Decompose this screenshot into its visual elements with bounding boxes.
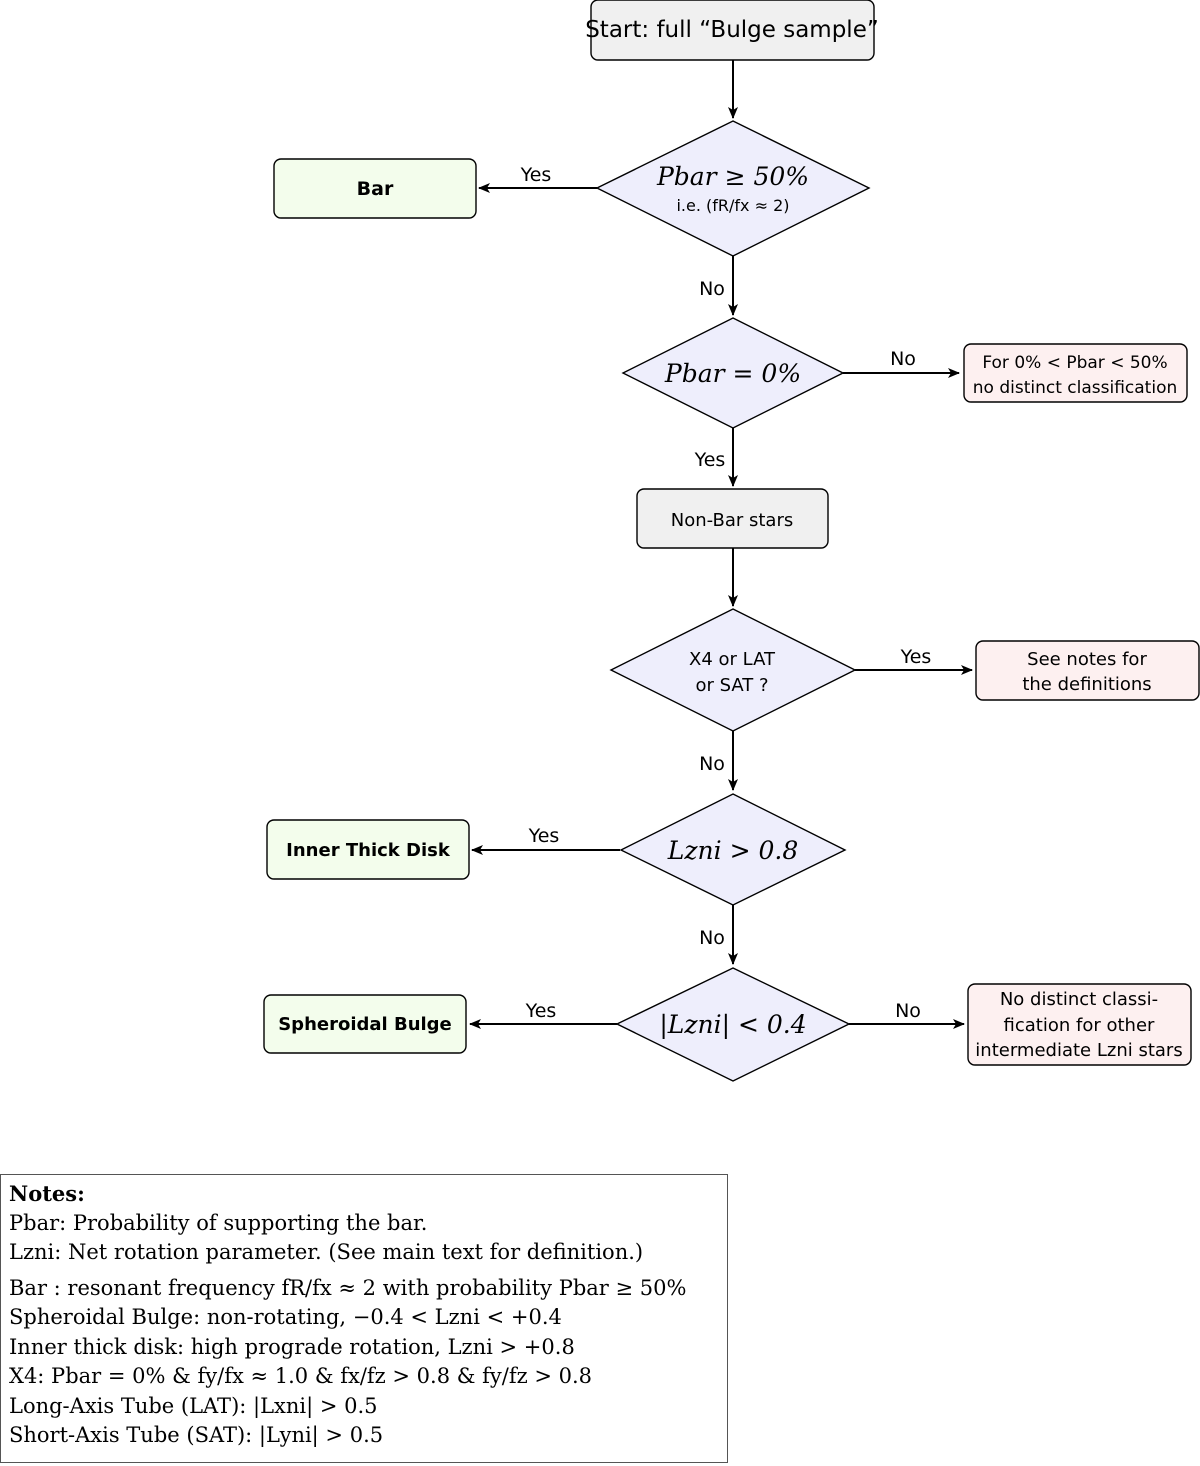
non-bar-stars-label: Non-Bar stars	[671, 510, 793, 531]
decision-lzni-gt-08-label: Lzni > 0.8	[667, 836, 798, 865]
start-node: Start: full “Bulge sample”	[585, 0, 879, 61]
spheroidal-bulge-label: Spheroidal Bulge	[278, 1014, 452, 1035]
notes-box: Notes: Pbar: Probability of supporting t…	[0, 1174, 728, 1463]
non-bar-stars-node: Non-Bar stars	[636, 488, 829, 549]
result-inner-thick-disk: Inner Thick Disk	[266, 819, 470, 880]
result-bar: Bar	[273, 158, 477, 219]
see-notes-line1: See notes for	[1027, 649, 1147, 670]
result-see-notes: See notes for the definitions	[975, 640, 1200, 701]
decision-pbar-ge-50: Pbar ≥ 50% i.e. (fR/fx ≈ 2)	[595, 120, 871, 257]
intermediate-pbar-line1: For 0% < Pbar < 50%	[982, 353, 1167, 373]
note-x4-definition: X4: Pbar = 0% & fy/fx ≈ 1.0 & fx/fz > 0.…	[9, 1364, 593, 1388]
result-spheroidal-bulge: Spheroidal Bulge	[263, 994, 467, 1054]
decision-lzni-gt-08: Lzni > 0.8	[619, 793, 847, 906]
decision-lzni-abs-lt-04: |Lzni| < 0.4	[615, 967, 851, 1082]
edge-label-no: No	[699, 753, 725, 775]
decision-x4-lat-sat: X4 or LAT or SAT ?	[609, 608, 857, 732]
decision-lzni-abs-lt-04-label: |Lzni| < 0.4	[659, 1010, 806, 1040]
decision-pbar-ge-50-label: Pbar ≥ 50%	[656, 162, 809, 191]
result-no-distinct-other: No distinct classi- fication for other i…	[967, 983, 1192, 1066]
no-distinct-line1: No distinct classi-	[1000, 989, 1158, 1010]
edge-label-no: No	[890, 348, 916, 370]
edge-label-yes: Yes	[900, 646, 932, 668]
edge-label-no: No	[699, 278, 725, 300]
decision-pbar-ge-50-sub: i.e. (fR/fx ≈ 2)	[676, 196, 789, 215]
no-distinct-line2: fication for other	[1004, 1015, 1155, 1036]
edge-label-no: No	[699, 927, 725, 949]
note-thick-disk-definition: Inner thick disk: high prograde rotation…	[9, 1334, 575, 1359]
decision-x4-line1: X4 or LAT	[689, 649, 776, 670]
note-spheroidal-definition: Spheroidal Bulge: non-rotating, −0.4 < L…	[9, 1305, 562, 1329]
inner-thick-disk-label: Inner Thick Disk	[286, 840, 451, 861]
edge-label-yes: Yes	[528, 825, 560, 847]
result-bar-label: Bar	[357, 178, 394, 200]
edge-label-no: No	[895, 1000, 921, 1022]
flowchart: Yes No No Yes Yes No Yes No Yes No Start…	[263, 0, 1200, 1082]
edge-label-yes: Yes	[694, 449, 726, 471]
decision-x4-line2: or SAT ?	[695, 675, 768, 696]
decision-pbar-eq-0-label: Pbar = 0%	[664, 359, 801, 388]
note-lat-definition: Long-Axis Tube (LAT): |Lxni| > 0.5	[9, 1393, 378, 1418]
intermediate-pbar-line2: no distinct classification	[973, 378, 1178, 398]
decision-pbar-eq-0: Pbar = 0%	[621, 317, 845, 429]
note-lzni-definition: Lzni: Net rotation parameter. (See main …	[9, 1240, 644, 1264]
note-pbar-definition: Pbar: Probability of supporting the bar.	[9, 1210, 428, 1235]
result-intermediate-pbar: For 0% < Pbar < 50% no distinct classifi…	[963, 343, 1188, 403]
notes-title: Notes:	[9, 1181, 85, 1206]
note-bar-definition: Bar : resonant frequency fR/fx ≈ 2 with …	[9, 1275, 687, 1300]
note-sat-definition: Short-Axis Tube (SAT): |Lyni| > 0.5	[9, 1423, 384, 1447]
edge-label-yes: Yes	[525, 1000, 557, 1022]
see-notes-line2: the definitions	[1022, 674, 1151, 695]
start-node-label: Start: full “Bulge sample”	[585, 17, 879, 43]
edge-label-yes: Yes	[520, 164, 552, 186]
no-distinct-line3: intermediate Lzni stars	[975, 1040, 1182, 1061]
